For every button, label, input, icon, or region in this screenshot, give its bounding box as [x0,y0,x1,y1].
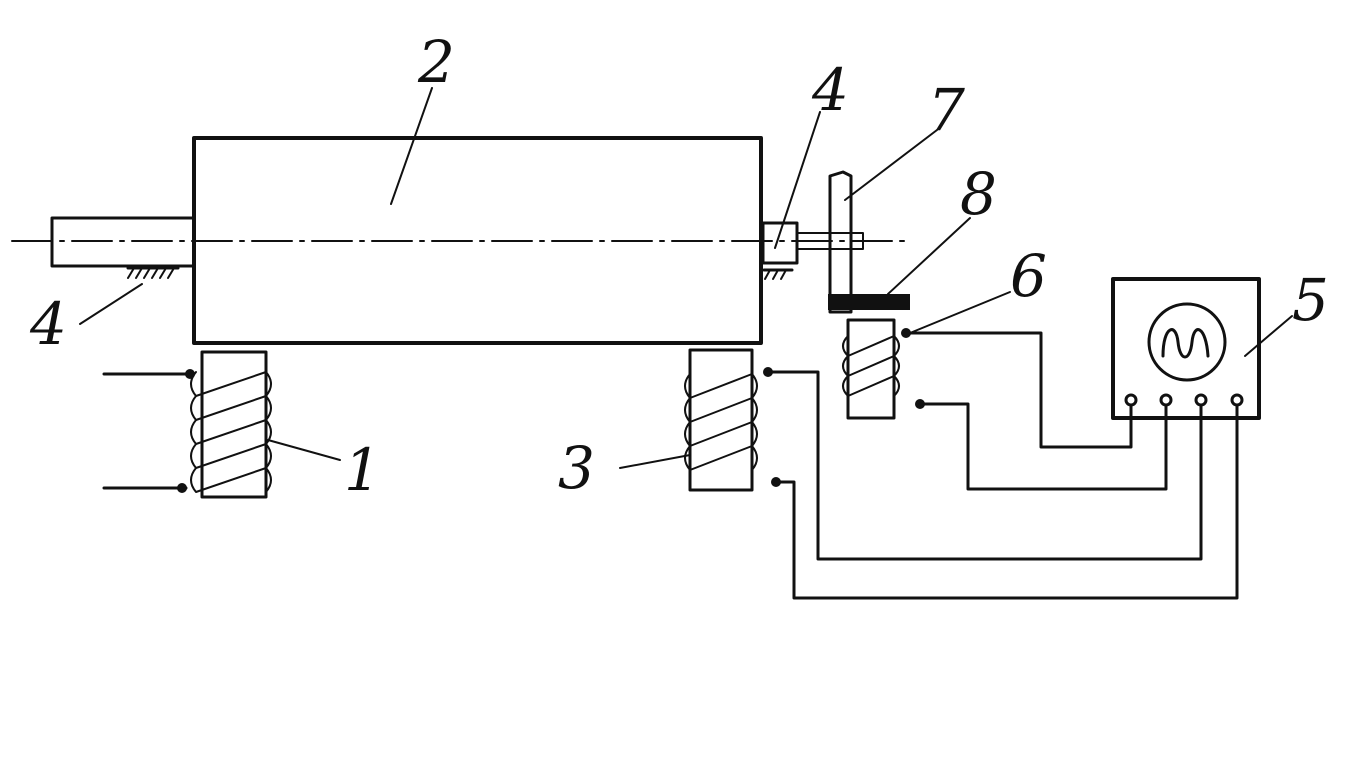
pickup-coil [684,348,781,492]
label-sensor-coil: 6 [1010,242,1047,310]
label-exciter-coil: 1 [344,436,381,504]
rotor-body [192,136,763,345]
label-rotor: 2 [417,28,455,96]
left-bearing-support [126,266,180,279]
disc [828,170,853,314]
label-oscilloscope: 5 [1292,266,1329,334]
label-disc: 7 [928,76,965,144]
label-pickup-coil: 3 [558,434,595,502]
label-bearing-left: 4 [29,290,67,358]
marker-plate [828,294,910,310]
right-bearing [761,221,799,265]
leader-lines [79,87,1293,469]
exciter-coil [102,350,272,499]
sensor-coil [842,318,925,420]
sine-wave-icon [1147,302,1227,382]
oscilloscope [1111,277,1261,420]
wiring [766,331,1239,600]
right-bearing-support [762,268,794,280]
label-bearing-right: 4 [811,56,849,124]
label-marker: 8 [960,160,997,228]
